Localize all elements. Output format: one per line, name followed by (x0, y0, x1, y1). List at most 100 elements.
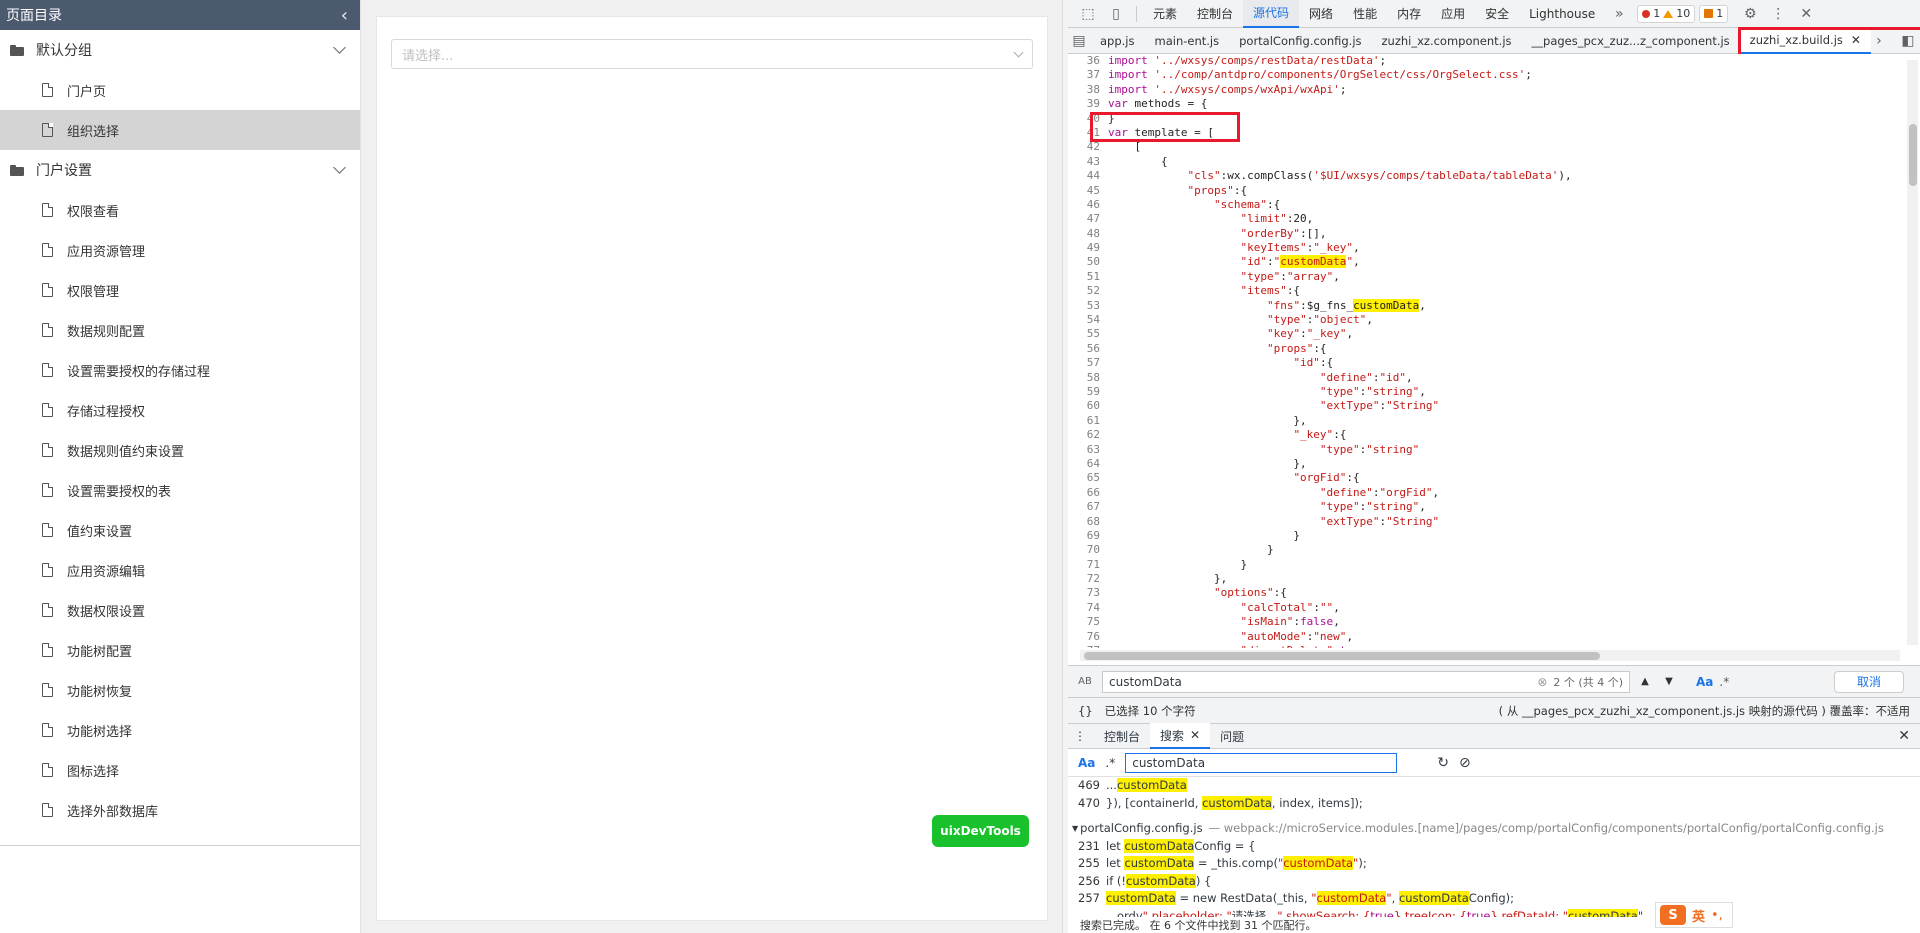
code-line[interactable]: 68 "extType":"String" (1068, 515, 1920, 529)
sidebar-item[interactable]: 应用资源编辑 (0, 550, 360, 590)
code-line[interactable]: 50 "id":"customData", (1068, 255, 1920, 269)
close-icon[interactable]: ✕ (1800, 5, 1813, 22)
scroll-thumb[interactable] (1909, 124, 1917, 186)
pretty-print-icon[interactable]: {} (1078, 703, 1093, 718)
code-line[interactable]: 67 "type":"string", (1068, 500, 1920, 514)
line-number[interactable]: 41 (1086, 125, 1100, 139)
code-line[interactable]: 48 "orderBy":[], (1068, 227, 1920, 241)
line-number[interactable]: 64 (1086, 456, 1100, 470)
close-tab-icon[interactable]: ✕ (1850, 32, 1861, 47)
replace-toggle-icon[interactable]: AB (1078, 676, 1092, 687)
result-line[interactable]: ......ordy" placeholder: "请选择..." showSe… (1068, 908, 1920, 917)
code-line[interactable]: 69 } (1068, 529, 1920, 543)
line-number[interactable]: 45 (1086, 183, 1100, 197)
line-number[interactable]: 54 (1086, 313, 1100, 327)
code-line[interactable]: 47 "limit":20, (1068, 212, 1920, 226)
line-number[interactable]: 68 (1086, 514, 1100, 528)
devtools-tab[interactable]: 内存 (1397, 7, 1422, 21)
drawer-tab[interactable]: 控制台 (1104, 729, 1141, 744)
line-number[interactable]: 38 (1086, 82, 1100, 96)
line-number[interactable]: 66 (1086, 485, 1100, 499)
code-line[interactable]: 64 }, (1068, 457, 1920, 471)
line-number[interactable]: 71 (1086, 557, 1100, 571)
drawer-tab[interactable]: 问题 (1220, 729, 1245, 744)
find-prev-icon[interactable]: ▲ (1641, 676, 1649, 687)
device-toggle-icon[interactable]: ▯ (1112, 5, 1120, 22)
line-number[interactable]: 50 (1086, 255, 1100, 269)
line-number[interactable]: 36 (1086, 54, 1100, 67)
line-number[interactable]: 53 (1086, 298, 1100, 312)
inspect-icon[interactable]: ⬚ (1081, 5, 1095, 22)
panel-splitter[interactable] (1062, 0, 1068, 933)
line-number[interactable]: 55 (1086, 327, 1100, 341)
regex-toggle[interactable]: .* (1719, 674, 1730, 689)
code-line[interactable]: 66 "define":"orgFid", (1068, 486, 1920, 500)
devtools-tab[interactable]: 元素 (1153, 7, 1178, 21)
regex-toggle[interactable]: .* (1105, 755, 1116, 770)
sidebar-item[interactable]: 存储过程授权 (0, 390, 360, 430)
scroll-thumb[interactable] (1084, 652, 1600, 660)
line-number[interactable]: 75 (1086, 615, 1100, 629)
line-number[interactable]: 70 (1086, 543, 1100, 557)
collapse-icon[interactable]: ‹ (340, 4, 348, 26)
file-tab[interactable]: zuzhi_xz.component.js (1381, 33, 1512, 48)
gear-icon[interactable]: ⚙ (1743, 5, 1757, 22)
line-number[interactable]: 58 (1086, 370, 1100, 384)
code-line[interactable]: 46 "schema":{ (1068, 198, 1920, 212)
line-number[interactable]: 44 (1086, 169, 1100, 183)
sidebar-item[interactable]: 功能树选择 (0, 710, 360, 750)
debugger-toggle-icon[interactable]: ◧ (1901, 32, 1915, 49)
sidebar-item[interactable]: 功能树恢复 (0, 670, 360, 710)
line-number[interactable]: 46 (1086, 197, 1100, 211)
line-number[interactable]: 72 (1086, 572, 1100, 586)
line-number[interactable]: 67 (1086, 500, 1100, 514)
code-line[interactable]: 56 "props":{ (1068, 342, 1920, 356)
devtools-tab[interactable]: Lighthouse (1529, 6, 1596, 21)
devtools-tab[interactable]: 安全 (1485, 7, 1510, 21)
navigator-toggle-icon[interactable]: ▤ (1072, 32, 1086, 49)
line-number[interactable]: 39 (1086, 97, 1100, 111)
code-line[interactable]: 52 "items":{ (1068, 284, 1920, 298)
devtools-tab[interactable]: 网络 (1309, 7, 1334, 21)
code-line[interactable]: 49 "keyItems":"_key", (1068, 241, 1920, 255)
line-number[interactable]: 51 (1086, 269, 1100, 283)
code-line[interactable]: 77 "directDelete":true, (1068, 644, 1920, 648)
cancel-button[interactable]: 取消 (1834, 670, 1904, 693)
kebab-menu-icon[interactable]: ⋮ (1771, 5, 1786, 22)
close-tab-icon[interactable]: ✕ (1190, 728, 1201, 742)
sidebar-item[interactable]: 数据权限设置 (0, 590, 360, 630)
sidebar-item[interactable]: 数据规则值约束设置 (0, 430, 360, 470)
result-file[interactable]: ▼portalConfig.config.js— webpack://micro… (1068, 820, 1920, 838)
code-line[interactable]: 53 "fns":$g_fns_customData, (1068, 298, 1920, 313)
close-icon[interactable]: ✕ (1898, 728, 1910, 744)
code-line[interactable]: 59 "type":"string", (1068, 385, 1920, 399)
file-tab[interactable]: main-ent.js (1154, 33, 1220, 48)
sidebar-item[interactable]: 组织选择 (0, 110, 360, 150)
code-line[interactable]: 57 "id":{ (1068, 356, 1920, 370)
line-number[interactable]: 74 (1086, 600, 1100, 614)
code-line[interactable]: 58 "define":"id", (1068, 371, 1920, 385)
file-tab[interactable]: zuzhi_xz.build.js✕ (1739, 27, 1871, 54)
devtools-tab[interactable]: 应用 (1441, 7, 1466, 21)
file-tab[interactable]: portalConfig.config.js (1239, 33, 1362, 48)
code-line[interactable]: 43 { (1068, 155, 1920, 169)
code-line[interactable]: 76 "autoMode":"new", (1068, 630, 1920, 644)
search-input[interactable]: customData (1125, 752, 1398, 773)
vertical-scrollbar[interactable] (1907, 60, 1918, 645)
info-badge[interactable]: 1 (1699, 4, 1729, 23)
code-line[interactable]: 62 "_key":{ (1068, 428, 1920, 442)
file-tab[interactable]: app.js (1100, 33, 1135, 48)
sidebar-group[interactable]: 门户设置 (0, 150, 360, 190)
code-line[interactable]: 61 }, (1068, 414, 1920, 428)
code-line[interactable]: 55 "key":"_key", (1068, 327, 1920, 341)
line-number[interactable]: 40 (1086, 111, 1100, 125)
line-number[interactable]: 77 (1068, 644, 1108, 648)
more-files-icon[interactable]: › (1876, 32, 1882, 49)
